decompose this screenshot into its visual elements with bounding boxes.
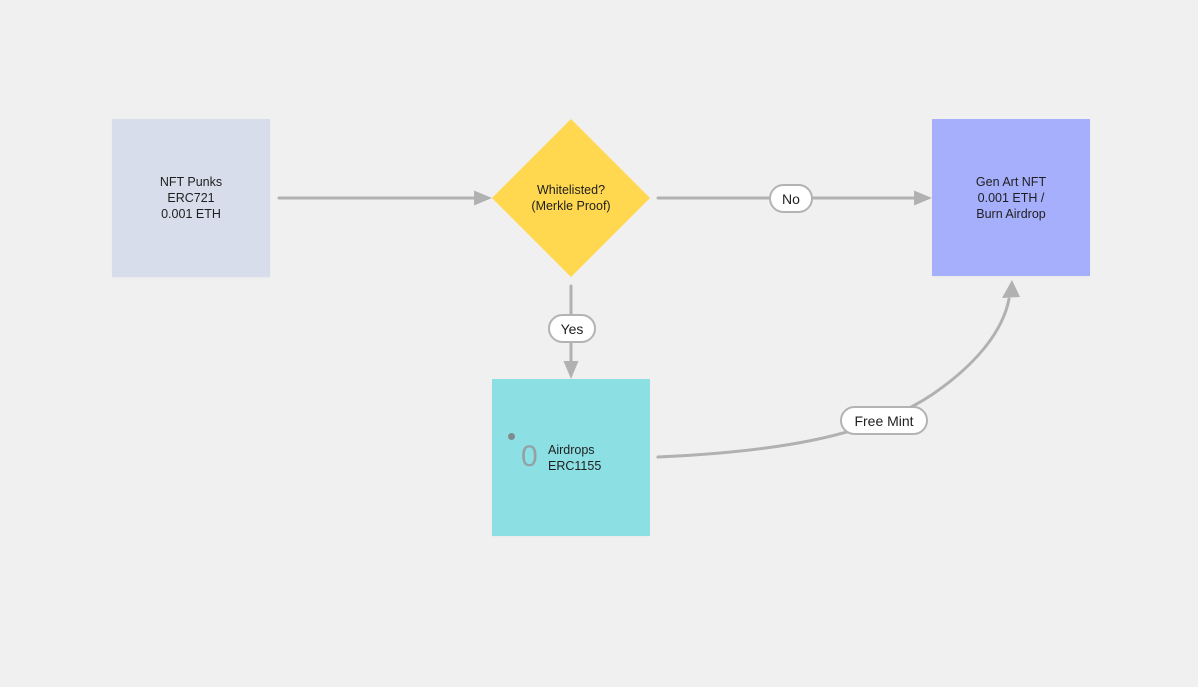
node-label-line: Gen Art NFT <box>975 174 1047 189</box>
node-label-line: ERC1155 <box>548 458 602 473</box>
node-nft-punks[interactable]: NFT Punks ERC721 0.001 ETH <box>112 119 270 277</box>
arrowhead-icon <box>1002 280 1020 298</box>
index-badge: 0 <box>521 440 538 473</box>
node-label: Airdrops ERC1155 <box>548 442 601 474</box>
node-label-line: Airdrops <box>548 442 595 457</box>
arrowhead-icon <box>914 190 932 206</box>
edge-label-no[interactable]: No <box>769 184 813 213</box>
node-airdrops[interactable]: 0 Airdrops ERC1155 <box>492 379 650 536</box>
node-label-line: Whitelisted? <box>536 183 606 197</box>
edge-airdrops-to-genart[interactable] <box>656 280 1020 459</box>
arrowhead-icon <box>474 190 492 206</box>
node-label-line: (Merkle Proof) <box>531 199 611 213</box>
edge-label-free-mint[interactable]: Free Mint <box>840 406 928 435</box>
arrowhead-icon <box>563 361 579 379</box>
node-label-line: NFT Punks <box>159 175 223 189</box>
node-label-line: Burn Airdrop <box>976 206 1046 221</box>
marker-dot-icon <box>508 433 515 440</box>
node-label-line: 0.001 ETH <box>161 207 221 221</box>
node-label-line: 0.001 ETH / <box>977 190 1045 205</box>
edge-label-yes[interactable]: Yes <box>548 314 596 343</box>
edge-curve[interactable] <box>656 297 1011 459</box>
edge-nftpunks-to-whitelisted[interactable] <box>277 190 492 206</box>
node-gen-art-nft[interactable]: Gen Art NFT 0.001 ETH / Burn Airdrop <box>932 119 1090 276</box>
node-label-line: ERC721 <box>167 191 215 205</box>
